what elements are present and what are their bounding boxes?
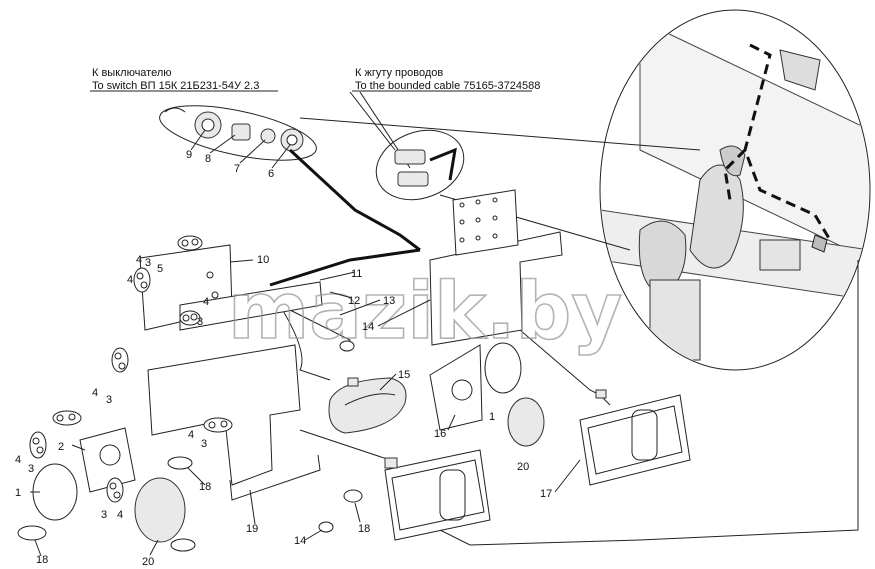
part-label: 15 xyxy=(398,369,410,381)
part-label: 3 xyxy=(201,438,207,450)
part-label: 4 xyxy=(15,454,21,466)
part-label: 4 xyxy=(188,429,194,441)
part-label: 3 xyxy=(28,463,34,475)
cable-callout-en: To the bounded cable 75165-3724588 xyxy=(355,80,540,92)
part-label: 1 xyxy=(15,487,21,499)
tail-light-left xyxy=(384,449,491,541)
switch-callout-en: To switch ВП 15К 21Б231-54У 2.3 xyxy=(92,80,259,92)
part-label: 6 xyxy=(268,168,274,180)
part-label: 2 xyxy=(58,441,64,453)
switch-group xyxy=(159,105,317,161)
tail-light-right xyxy=(579,394,691,486)
part-label: 8 xyxy=(205,153,211,165)
part-labels: 9 8 7 6 10 11 12 13 14 15 4 3 5 4 4 3 4 … xyxy=(15,149,552,568)
part-label: 5 xyxy=(157,263,163,275)
part-label: 17 xyxy=(540,488,552,500)
part-label: 3 xyxy=(197,316,203,328)
part-label: 19 xyxy=(246,523,258,535)
part-label: 4 xyxy=(136,254,142,266)
part-label: 13 xyxy=(383,295,395,307)
part-label: 11 xyxy=(351,268,362,280)
part-label: 3 xyxy=(101,509,107,521)
part-label: 4 xyxy=(203,296,209,308)
part-label: 14 xyxy=(362,321,374,333)
part-label: 9 xyxy=(186,149,192,161)
part-label: 14 xyxy=(294,535,306,547)
part-label: 18 xyxy=(358,523,370,535)
part-label: 3 xyxy=(145,257,151,269)
part-label: 20 xyxy=(517,461,529,473)
part-label: 4 xyxy=(117,509,123,521)
cable-callout-ru: К жгуту проводов xyxy=(355,67,443,79)
part-label: 18 xyxy=(199,481,211,493)
part-label: 3 xyxy=(106,394,112,406)
part-label: 18 xyxy=(36,554,48,566)
switch-callout-ru: К выключателю xyxy=(92,67,172,79)
part-label: 20 xyxy=(142,556,154,568)
cable-connector-group xyxy=(375,129,465,201)
inset-view xyxy=(599,9,871,371)
part-label: 4 xyxy=(92,387,98,399)
part-label: 16 xyxy=(434,428,446,440)
part-label: 7 xyxy=(234,163,240,175)
part-label: 4 xyxy=(127,274,133,286)
part-label: 10 xyxy=(257,254,269,266)
part-label: 12 xyxy=(348,295,360,307)
part-label: 1 xyxy=(489,411,495,423)
watermark: mazik.by xyxy=(228,267,622,357)
